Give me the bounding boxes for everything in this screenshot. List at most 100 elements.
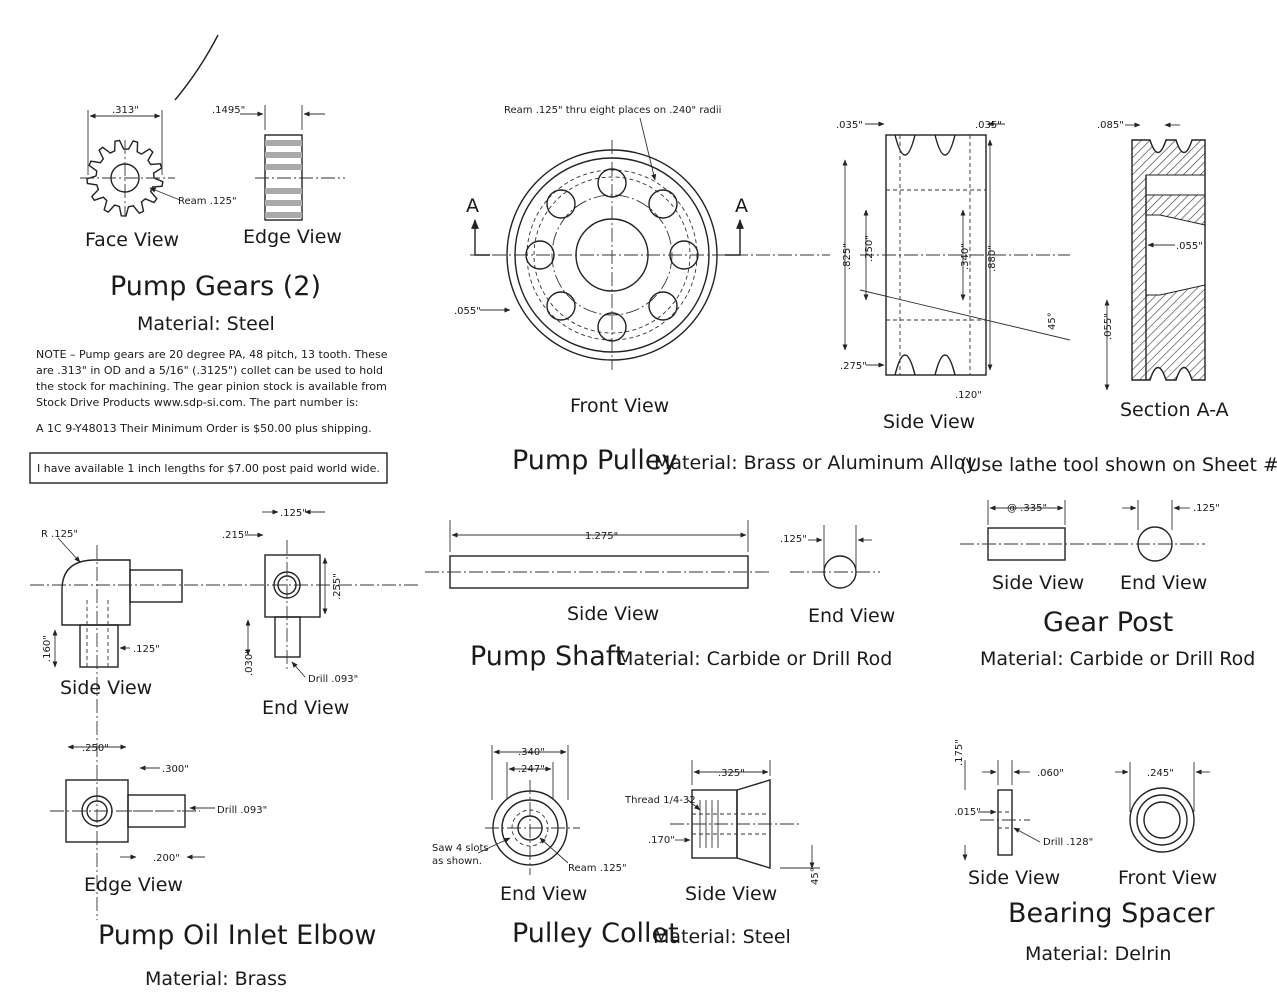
pulley-085-dim: .085" (1097, 120, 1124, 131)
bearing-spacer-title: Bearing Spacer (1008, 898, 1215, 929)
gear-post-end-view-label: End View (1120, 572, 1207, 594)
collet-thread-dim: Thread 1/4-32 (624, 795, 696, 806)
collet-end-view (477, 745, 580, 875)
gear-face-view-label: Face View (85, 229, 179, 251)
pulley-275-dim: .275" (840, 361, 867, 372)
gear-edge-dim: .1495" (212, 105, 245, 116)
gear-face-view (80, 110, 181, 217)
spacer-060-dim: .060" (1037, 768, 1064, 779)
pulley-ream-dim: Ream .125" thru eight places on .240" ra… (504, 105, 721, 116)
elbow-group: R .125" .160" .125" Side View .215" .125… (30, 508, 420, 990)
elbow-edge-view-label: Edge View (84, 874, 183, 896)
section-mark-left: A (466, 195, 479, 217)
shaft-end-view-label: End View (808, 605, 895, 627)
note-line-1: NOTE – Pump gears are 20 degree PA, 48 p… (36, 348, 388, 361)
gear-post-dia-dim: .125" (1193, 503, 1220, 514)
pulley-angle-dim: 45° (1047, 312, 1058, 330)
bearing-spacer-material: Material: Delrin (1025, 943, 1171, 965)
gear-post-material: Material: Carbide or Drill Rod (980, 648, 1255, 670)
spacer-front-view (1115, 762, 1210, 853)
pulley-front-055-dim: .055" (454, 306, 481, 317)
collet-saw-line-1: Saw 4 slots (432, 843, 489, 854)
elbow-side-view (30, 537, 420, 920)
collet-angle-dim: 45° (810, 867, 821, 885)
elbow-250-dim: .250" (82, 743, 109, 754)
shaft-dia-dim: .125" (780, 534, 807, 545)
elbow-125-end-dim: .125" (280, 508, 307, 519)
pump-pulley-note: (Use lathe tool shown on Sheet #51) (960, 454, 1277, 476)
gear-post-side-view (960, 500, 1205, 561)
pulley-250-dim: .250" (864, 235, 875, 262)
gear-post-title: Gear Post (1043, 607, 1173, 638)
pulley-front-view-label: Front View (570, 395, 669, 417)
pulley-front-view (470, 140, 830, 370)
elbow-125-side-dim: .125" (133, 644, 160, 655)
elbow-255-dim: .255" (332, 573, 343, 600)
elbow-drill-edge-dim: Drill .093" (217, 805, 267, 816)
shaft-side-view-label: Side View (567, 603, 659, 625)
spacer-side-view-label: Side View (968, 867, 1060, 889)
pump-shaft-group: 1.275" .125" Side View End View Pump Sha… (425, 520, 895, 672)
collet-247-dim: .247" (518, 764, 545, 775)
gear-edge-view (240, 105, 345, 221)
gear-edge-teeth (265, 140, 302, 218)
note-line-5: A 1C 9-Y48013 Their Minimum Order is $50… (36, 422, 372, 435)
offer-box (29, 452, 388, 484)
elbow-r125-dim: R .125" (41, 529, 78, 540)
elbow-material: Material: Brass (145, 968, 287, 990)
pump-pulley-title: Pump Pulley (512, 445, 677, 476)
note-line-4: Stock Drive Products www.sdp-si.com. The… (36, 396, 359, 409)
offer-text: I have available 1 inch lengths for $7.0… (37, 462, 380, 475)
collet-ream-dim: Ream .125" (568, 863, 627, 874)
note-line-3: the stock for machining. The gear pinion… (36, 380, 387, 393)
elbow-030-dim: .030" (244, 649, 255, 676)
elbow-edge-view (50, 744, 215, 860)
gear-teeth-outline (86, 139, 164, 217)
shaft-side-view (425, 520, 770, 589)
gear-post-end-view (1122, 500, 1190, 562)
pump-pulley-group: Ream .125" thru eight places on .240" ra… (454, 105, 1277, 476)
collet-side-view-label: Side View (685, 883, 777, 905)
section-mark-right: A (735, 195, 748, 217)
section-aa-label: Section A-A (1120, 399, 1229, 421)
collet-325-dim: .325" (718, 768, 745, 779)
pump-shaft-material: Material: Carbide or Drill Rod (617, 648, 892, 670)
pulley-section-055-dim: .055" (1176, 241, 1203, 252)
pulley-section-view (1104, 122, 1206, 391)
pulley-collet-title: Pulley Collet (512, 918, 679, 949)
elbow-drill-end-dim: Drill .093" (308, 674, 358, 685)
pump-pulley-material: Material: Brass or Aluminum Alloy (654, 452, 977, 474)
pump-gears-note: NOTE – Pump gears are 20 degree PA, 48 p… (36, 348, 388, 435)
spacer-245-dim: .245" (1147, 768, 1174, 779)
gear-post-side-view-label: Side View (992, 572, 1084, 594)
elbow-end-view (245, 509, 328, 678)
shaft-end-view (790, 525, 880, 589)
collet-340-dim: .340" (518, 747, 545, 758)
collet-saw-line-2: as shown. (432, 856, 482, 867)
pulley-120-dim: .120" (955, 390, 982, 401)
pulley-section-vert-dim: .055" (1103, 313, 1114, 340)
elbow-200-dim: .200" (153, 853, 180, 864)
pulley-collet-group: .340" .247" Saw 4 slots as shown. Ream .… (432, 745, 821, 949)
collet-end-view-label: End View (500, 883, 587, 905)
spacer-front-view-label: Front View (1118, 867, 1217, 889)
pulley-side-view (842, 121, 1071, 376)
pulley-side-view-label: Side View (883, 411, 975, 433)
shaft-length-dim: 1.275" (585, 531, 618, 542)
collet-170-dim: .170" (648, 835, 675, 846)
pulley-825-dim: .825" (842, 243, 853, 270)
spacer-015-dim: .015" (954, 807, 981, 818)
gear-ream-dim: Ream .125" (178, 196, 237, 207)
pulley-340-dim: .340" (960, 243, 971, 270)
pump-gears-material: Material: Steel (137, 313, 275, 335)
note-line-2: are .313" in OD and a 5/16" (.3125") col… (36, 364, 383, 377)
bearing-spacer-group: .175" .060" .015" Drill .128" .245" Side… (954, 739, 1217, 965)
pulley-035-right-dim: .035" (975, 120, 1002, 131)
spacer-side-view (962, 760, 1041, 861)
pump-gears-title: Pump Gears (2) (110, 271, 321, 302)
spacer-175-dim: .175" (954, 739, 965, 766)
pulley-035-left-dim: .035" (836, 120, 863, 131)
pulley-collet-material: Material: Steel (653, 926, 791, 948)
pump-gears-group: .313" Ream .125" .1495" Face View Edge V… (29, 34, 388, 484)
